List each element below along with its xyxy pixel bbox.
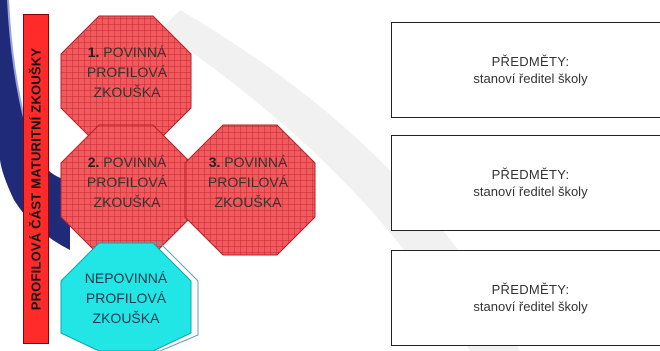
subject-box-1-title: PŘEDMĚTY: [491,54,570,69]
exam-1-line1: POVINNÁ [103,44,167,60]
exam-2-label: 2. POVINNÁ PROFILOVÁ ZKOUŠKA [72,152,182,212]
subject-box-3-title: PŘEDMĚTY: [491,282,570,297]
exam-3-octagon [184,124,316,256]
optional-exam-label: NEPOVINNÁ PROFILOVÁ ZKOUŠKA [71,268,181,328]
optional-exam-octagon [60,242,192,351]
exam-3-number: 3. [208,154,221,170]
exam-2-line1: POVINNÁ [103,154,167,170]
subject-box-2: PŘEDMĚTY: stanoví ředitel školy [391,135,660,231]
side-label: PROFILOVÁ ČÁST MATURITNÍ ZKOUŠKY [28,47,44,311]
side-label-bar [23,14,49,344]
exam-3-line3: ZKOUŠKA [214,194,282,210]
left-blue-shape [0,0,70,250]
subject-box-3: PŘEDMĚTY: stanoví ředitel školy [391,250,660,346]
optional-exam-line1: NEPOVINNÁ [84,270,168,286]
exam-1-line3: ZKOUŠKA [93,84,161,100]
exam-2-line2: PROFILOVÁ [86,174,168,190]
exam-3-label: 3. POVINNÁ PROFILOVÁ ZKOUŠKA [193,152,303,212]
exam-1-number: 1. [87,44,100,60]
exam-2-line3: ZKOUŠKA [93,194,161,210]
exam-1-label: 1. POVINNÁ PROFILOVÁ ZKOUŠKA [72,42,182,102]
subject-box-2-text: stanoví ředitel školy [473,184,588,199]
exam-3-line2: PROFILOVÁ [207,174,289,190]
optional-exam-line2: PROFILOVÁ [85,290,167,306]
subject-box-1-text: stanoví ředitel školy [473,71,588,86]
exam-2-number: 2. [87,154,100,170]
exam-3-line1: POVINNÁ [224,154,288,170]
exam-1-line2: PROFILOVÁ [86,64,168,80]
subject-box-3-text: stanoví ředitel školy [473,299,588,314]
subject-box-1: PŘEDMĚTY: stanoví ředitel školy [391,22,660,118]
subject-box-2-title: PŘEDMĚTY: [491,167,570,182]
optional-exam-line3: ZKOUŠKA [92,310,160,326]
